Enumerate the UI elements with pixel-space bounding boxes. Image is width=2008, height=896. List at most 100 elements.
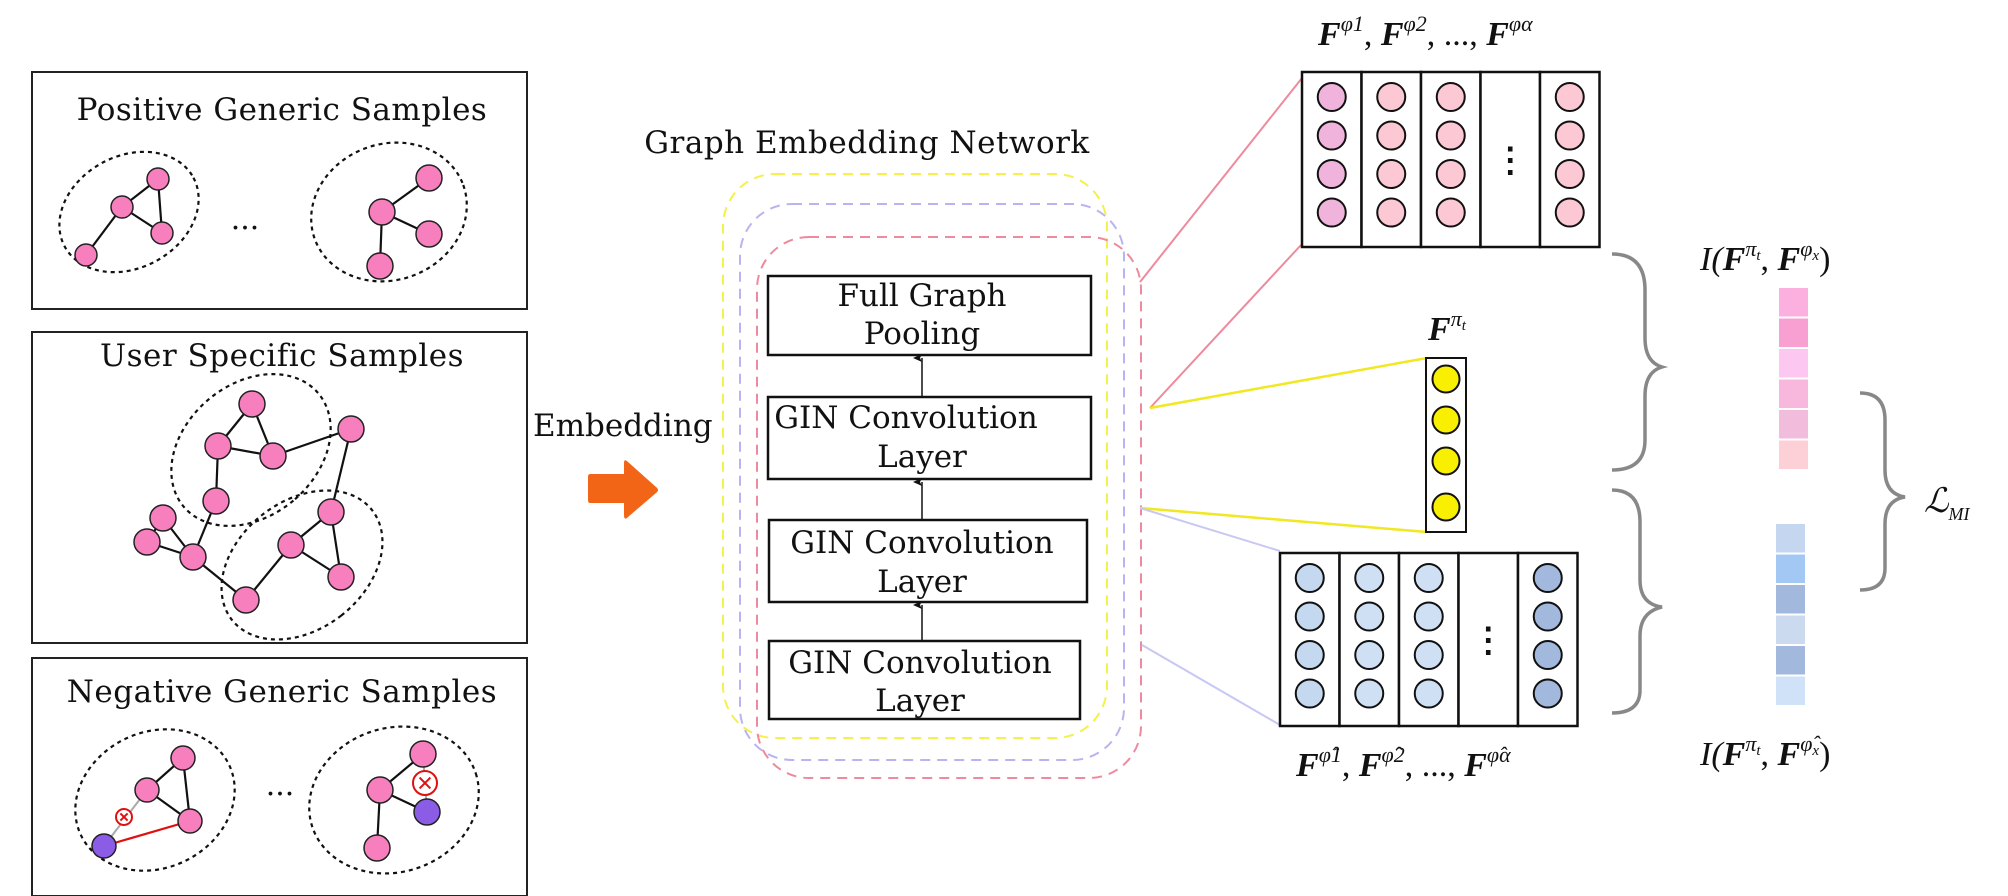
graph-node — [415, 220, 443, 248]
graph-node — [134, 777, 160, 803]
feature-node — [1532, 601, 1563, 632]
connector-positive-bottom — [1149, 244, 1302, 409]
graph-edge — [272, 427, 352, 458]
graph-node — [204, 432, 232, 460]
user-samples-title: User Specific Samples — [100, 338, 464, 374]
mi-score-cell — [1779, 410, 1808, 439]
embedding-label: Embedding — [533, 408, 713, 444]
mi-score-cell — [1776, 585, 1805, 614]
negative-samples-panel: Negative Generic Samples ··· — [31, 657, 528, 896]
graph-node — [170, 745, 196, 771]
sample-boundary — [170, 373, 332, 527]
feature-node — [1435, 82, 1466, 112]
network-block-gin-2: GIN Convolution Layer — [767, 518, 1089, 604]
sample-boundary — [308, 725, 480, 875]
feature-node — [1532, 640, 1563, 670]
feature-node — [1431, 405, 1461, 435]
feature-node — [1413, 601, 1444, 632]
mi-score-cell — [1776, 676, 1805, 705]
graph-node — [366, 252, 394, 280]
graph-node — [409, 740, 437, 768]
user-graph-group — [133, 373, 384, 641]
positive-graph-group — [58, 141, 468, 283]
target-feature-label: Fπt — [1427, 306, 1467, 348]
feature-node — [1294, 601, 1325, 632]
gin1-label-line1: GIN Convolution — [774, 400, 1037, 436]
graph-node — [202, 487, 230, 515]
feature-node — [1316, 159, 1347, 189]
graph-node — [232, 586, 260, 614]
mi-score-cell — [1779, 379, 1808, 408]
vertical-ellipsis: ⋮ — [1493, 143, 1527, 180]
graph-node — [110, 195, 134, 219]
graph-node — [413, 798, 441, 826]
network-block-gin-1: GIN Convolution Layer — [766, 395, 1093, 481]
mi-score-cell — [1776, 615, 1805, 644]
feature-node — [1435, 120, 1466, 151]
mi-negative-label: I(Fπt, Fφ̂x) — [1699, 731, 1830, 773]
mi-score-cell — [1779, 318, 1808, 347]
mi-positive-label: I(Fπt, Fφx) — [1699, 236, 1830, 278]
graph-node — [415, 164, 443, 192]
brace-positive — [1611, 252, 1669, 472]
pooling-label-line2: Pooling — [864, 316, 981, 352]
vertical-ellipsis: ⋮ — [1471, 623, 1505, 660]
mi-loss-label: ℒMI — [1924, 483, 1970, 524]
graph-node — [238, 390, 266, 418]
feature-node — [1376, 197, 1407, 228]
feature-node — [1316, 197, 1347, 228]
gin2-label-line2: Layer — [877, 564, 967, 600]
graph-node — [259, 442, 287, 470]
feature-node — [1532, 563, 1563, 593]
feature-node — [1294, 640, 1325, 670]
feature-node — [1554, 120, 1585, 151]
gin3-label-line1: GIN Convolution — [788, 645, 1051, 681]
removed-edge-icon — [418, 776, 432, 790]
removed-edge-icon — [119, 812, 129, 822]
feature-node — [1354, 601, 1385, 632]
target-feature-vector — [1425, 357, 1467, 533]
positive-samples-panel: Positive Generic Samples ··· — [31, 71, 528, 310]
positive-samples-title: Positive Generic Samples — [77, 92, 488, 128]
graph-node — [149, 504, 177, 532]
graph-node — [133, 528, 161, 556]
connector-negative-bottom — [1141, 644, 1281, 726]
negative-feature-matrix: ⋮ — [1278, 551, 1579, 728]
feature-node — [1554, 159, 1585, 189]
user-samples-panel: User Specific Samples — [31, 331, 528, 644]
graph-node — [317, 498, 345, 526]
graph-node — [327, 563, 355, 591]
feature-node — [1431, 364, 1461, 394]
graph-node — [91, 833, 117, 859]
mi-positive-score-bar — [1779, 288, 1808, 469]
feature-node — [1413, 640, 1444, 670]
feature-node — [1532, 678, 1563, 709]
brace-negative — [1611, 488, 1663, 715]
feature-node — [1354, 678, 1385, 709]
feature-node — [1294, 678, 1325, 709]
connector-negative-top — [1139, 507, 1281, 552]
mi-score-cell — [1776, 524, 1805, 553]
graph-node — [337, 415, 365, 443]
feature-node — [1354, 640, 1385, 670]
feature-node — [1554, 197, 1585, 228]
mi-score-cell — [1779, 349, 1808, 378]
dashed-frame-yellow — [722, 173, 1108, 739]
sample-boundary — [310, 141, 468, 283]
graph-node — [366, 776, 394, 804]
feature-node — [1294, 563, 1325, 593]
feature-node — [1376, 159, 1407, 189]
positive-features-label: Fφ1, Fφ2, ..., Fφα — [1317, 11, 1533, 53]
feature-node — [1316, 82, 1347, 112]
mi-score-cell — [1776, 646, 1805, 675]
graph-node — [177, 808, 203, 834]
feature-node — [1431, 492, 1461, 522]
graph-edge — [329, 428, 353, 513]
network-block-pooling: Full Graph Pooling — [766, 274, 1093, 357]
feature-node — [1413, 678, 1444, 709]
graph-node — [368, 198, 396, 226]
pooling-label-line1: Full Graph — [837, 278, 1006, 314]
feature-node — [1435, 159, 1466, 189]
feature-column — [1479, 70, 1542, 249]
